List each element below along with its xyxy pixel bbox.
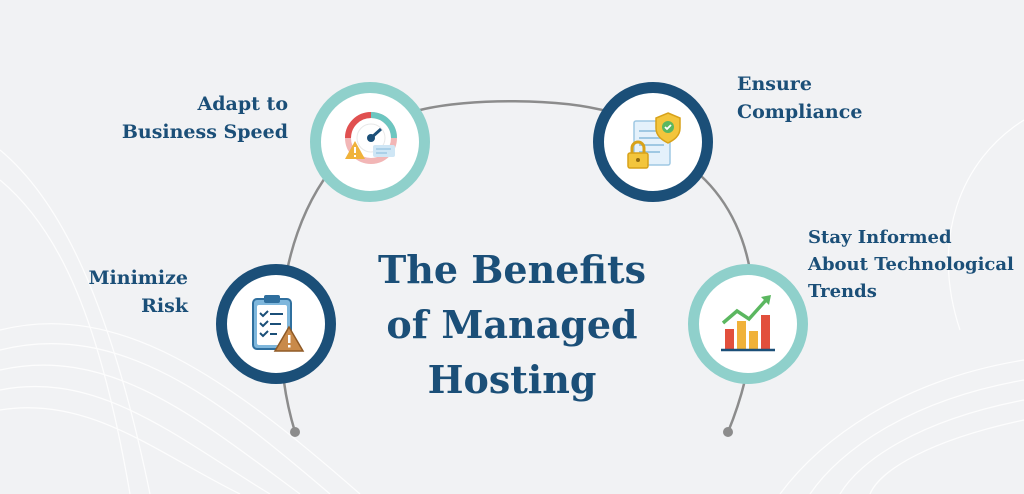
benefit-label-risk: Minimize Risk — [40, 264, 188, 320]
speedometer-warning-icon — [345, 112, 397, 164]
arc-end-dot-right — [723, 427, 733, 437]
title-line-1: The Benefits — [378, 247, 646, 292]
benefit-label-line: About Technological — [808, 254, 1014, 275]
benefit-label-line: Minimize — [88, 267, 188, 289]
benefit-label-line: Trends — [808, 281, 877, 302]
page-title: The Benefits of Managed Hosting — [362, 242, 662, 407]
benefit-label-trends: Stay Informed About Technological Trends — [808, 224, 1014, 305]
benefit-circle-trends — [688, 264, 808, 384]
benefit-label-compliance: Ensure Compliance — [737, 70, 862, 126]
benefit-label-line: Adapt to — [197, 93, 288, 115]
benefit-label-adapt: Adapt to Business Speed — [80, 90, 288, 146]
arc-end-dot-left — [290, 427, 300, 437]
benefit-label-line: Risk — [141, 295, 188, 317]
benefit-label-line: Stay Informed — [808, 227, 952, 248]
bar-chart-trend-icon — [721, 295, 775, 352]
title-line-3: Hosting — [427, 357, 597, 402]
background-wave-lines — [0, 119, 1024, 494]
benefit-label-line: Ensure — [737, 73, 812, 95]
title-line-2: of Managed — [386, 302, 638, 347]
benefit-circle-risk — [216, 264, 336, 384]
benefit-circle-compliance — [593, 82, 713, 202]
clipboard-checklist-warning-icon — [252, 295, 305, 352]
benefit-label-line: Compliance — [737, 101, 863, 123]
benefit-circle-adapt — [310, 82, 430, 202]
benefit-label-line: Business Speed — [121, 121, 288, 143]
document-shield-lock-icon — [627, 112, 681, 169]
